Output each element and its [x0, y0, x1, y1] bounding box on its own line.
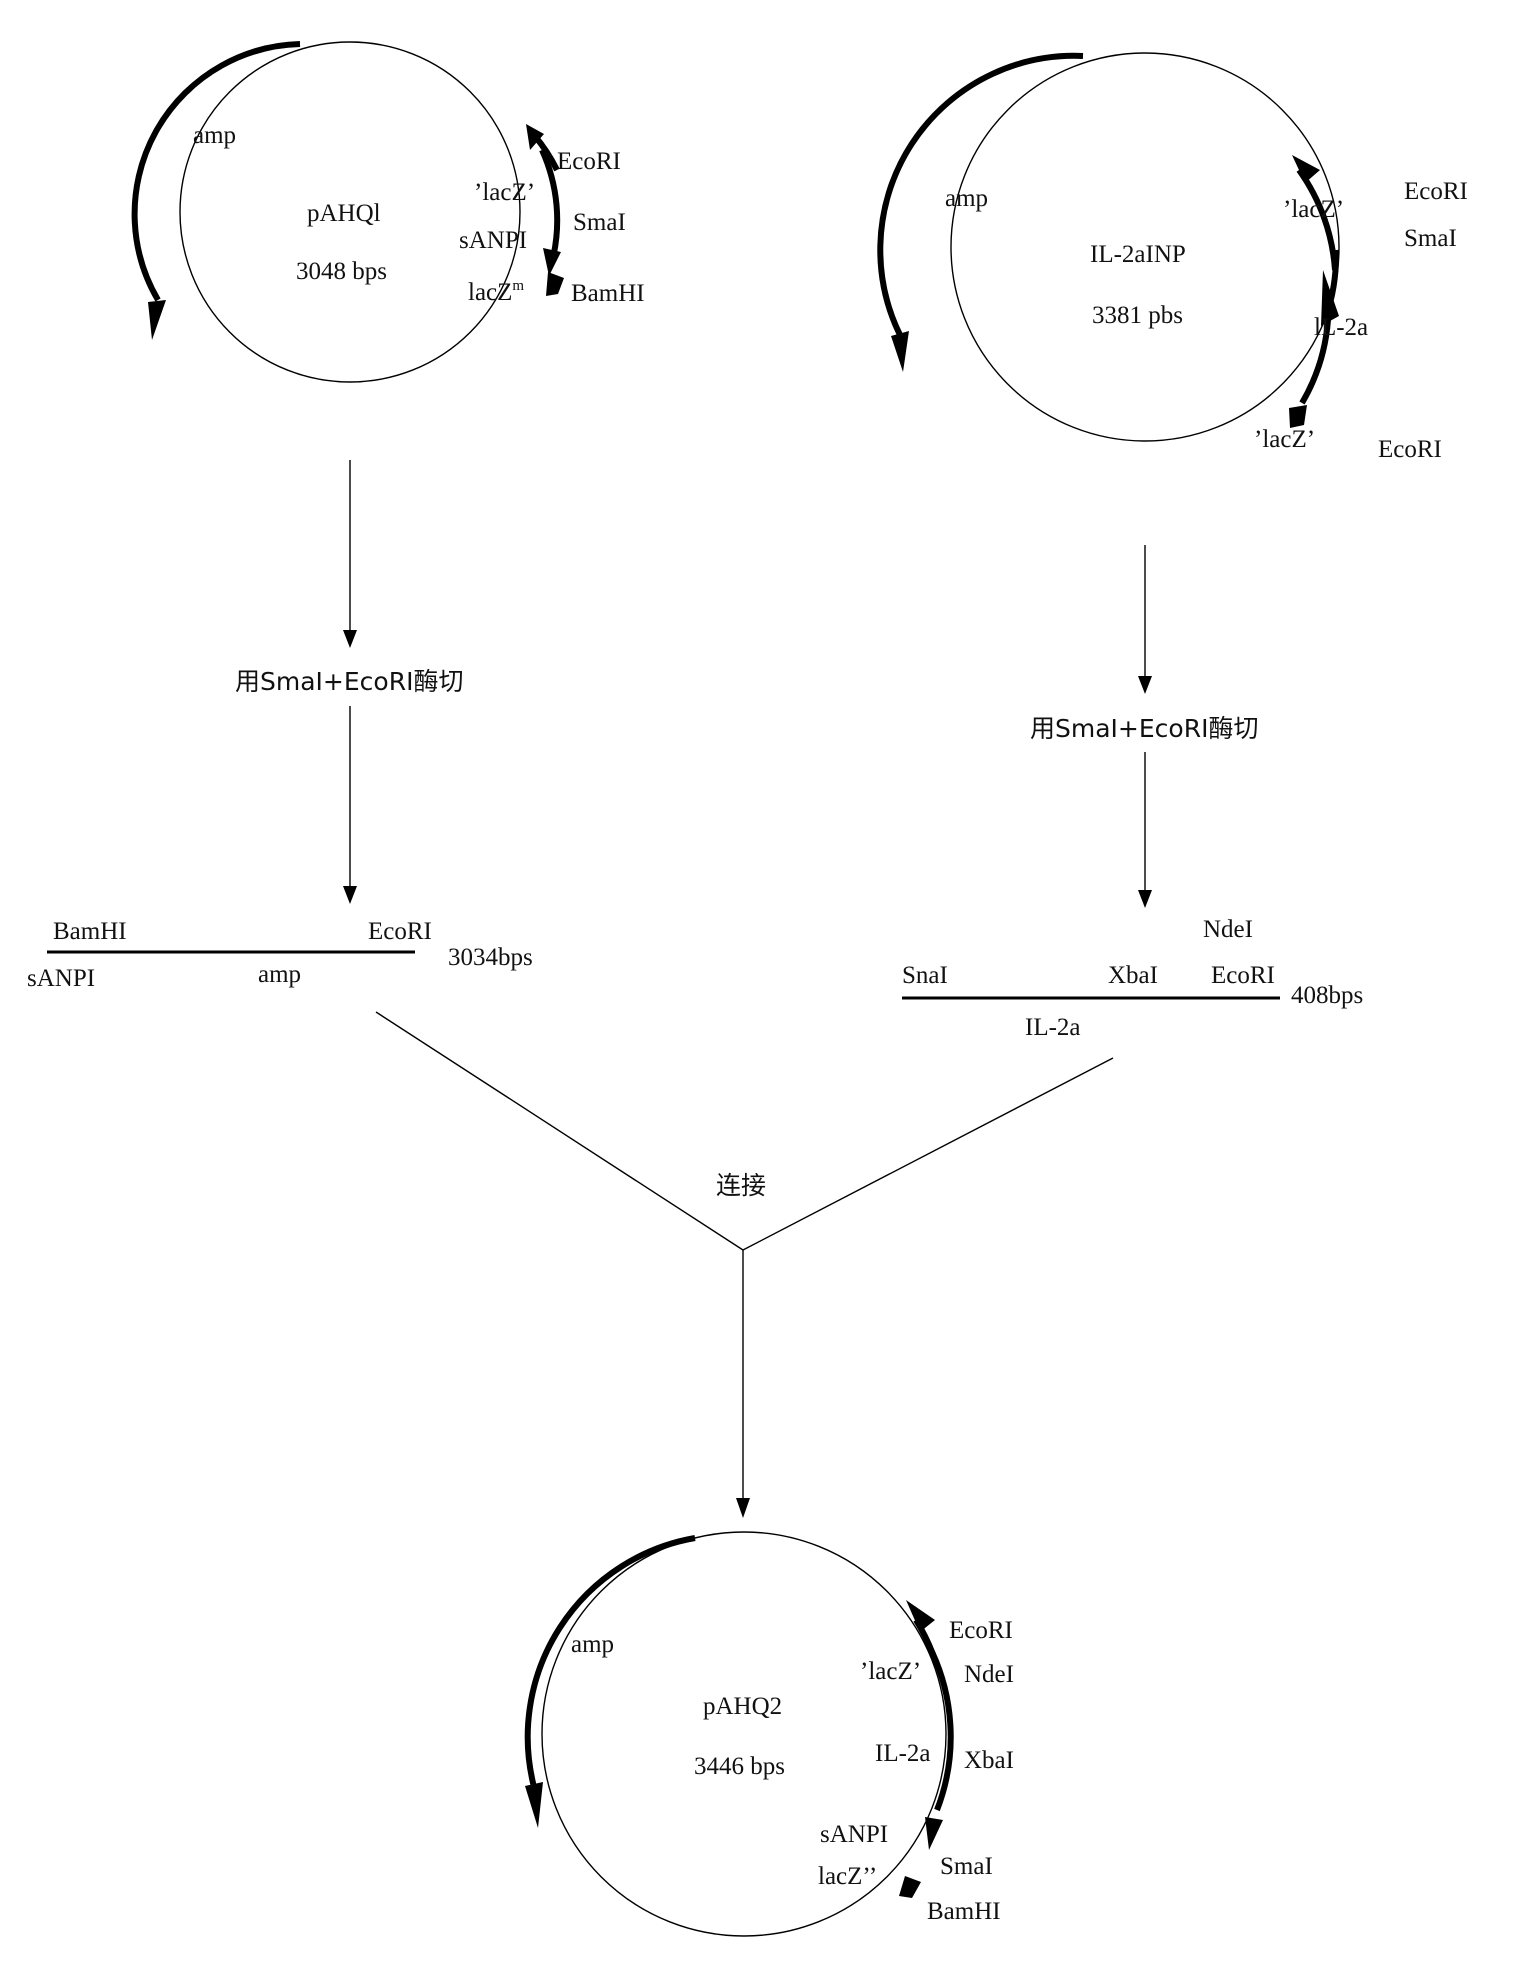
lacz-label: ’lacZ’ — [860, 1658, 921, 1685]
ligation-line-right — [742, 1057, 1114, 1251]
amp-arrowhead — [525, 1782, 543, 1828]
amp-gene-arc — [131, 41, 301, 302]
plasmid-name: pAHQl — [307, 200, 381, 227]
laczm-label: lacZm — [468, 278, 524, 306]
amp-label: amp — [193, 122, 236, 149]
lacz-dbl-arrowhead — [899, 1876, 921, 1898]
amp-arrowhead — [891, 331, 909, 372]
xbai-label: XbaI — [964, 1747, 1014, 1774]
ligation-arrowhead — [736, 1498, 750, 1518]
plasmid-pahql-backbone — [179, 41, 521, 383]
laczm-label-sup: m — [512, 278, 524, 294]
laczm-arrowhead — [546, 272, 564, 296]
ecori-label: EcoRI — [949, 1617, 1013, 1644]
lacz-arrowhead — [906, 1600, 935, 1632]
amp-gene-arc — [877, 52, 1084, 337]
bamhi-label: BamHI — [53, 918, 127, 945]
lacz-dbl-label: lacZ’’ — [818, 1863, 877, 1890]
plasmid-name: pAHQ2 — [703, 1693, 782, 1720]
insert-arc — [923, 1638, 954, 1812]
arrow-head-upper — [343, 630, 357, 648]
ndei-label: NdeI — [964, 1661, 1014, 1688]
plasmid-pahq2-backbone — [541, 1531, 947, 1937]
laczm-label-base: lacZ — [468, 279, 512, 306]
sanpi-label: sANPI — [459, 227, 527, 254]
lacz-bottom-label: ’lacZ’ — [1254, 426, 1315, 453]
digest-label-right: 用SmaI+EcoRI酶切 — [1030, 714, 1258, 743]
arrow-head-lower — [343, 886, 357, 904]
plasmid-pahq2: amp pAHQ2 3446 bps ’lacZ’ IL-2a sANPI la… — [524, 1531, 1014, 1937]
amp-arrowhead — [148, 300, 166, 340]
ndei-label: NdeI — [1203, 916, 1253, 943]
lacz-label: ’lacZ’ — [474, 179, 535, 206]
il2a-label: IL-2a — [1025, 1014, 1081, 1041]
ecori-label: EcoRI — [557, 148, 621, 175]
arrow-head-lower — [1138, 890, 1152, 908]
ecori-label: EcoRI — [368, 918, 432, 945]
digest-label-left: 用SmaI+EcoRI酶切 — [235, 667, 463, 696]
ligation-label: 连接 — [716, 1171, 766, 1200]
il2a-label: lL-2a — [1314, 314, 1368, 341]
arrow-digest-left: 用SmaI+EcoRI酶切 — [235, 460, 463, 904]
il2a-arrowhead — [1321, 270, 1339, 326]
arrow-digest-right: 用SmaI+EcoRI酶切 — [1030, 545, 1258, 908]
amp-label: amp — [571, 1631, 614, 1658]
bamhi-label: BamHI — [927, 1898, 1001, 1925]
plasmid-name: IL-2aINP — [1090, 241, 1186, 268]
fragment-size: 408bps — [1291, 982, 1363, 1009]
xbai-label: XbaI — [1108, 962, 1158, 989]
amp-label: amp — [258, 961, 301, 988]
sanpi-arc — [539, 148, 561, 263]
ecori-top-label: EcoRI — [1404, 178, 1468, 205]
insert-arrowhead — [925, 1817, 943, 1850]
lacz-arrowhead — [526, 124, 544, 150]
ligation-line-left — [375, 1011, 744, 1251]
fragment-3034: BamHI EcoRI 3034bps sANPI amp — [27, 918, 533, 992]
plasmid-size: 3048 bps — [296, 258, 387, 285]
amp-gene-arc — [524, 1535, 696, 1788]
ecori-label: EcoRI — [1211, 962, 1275, 989]
fragment-size: 3034bps — [448, 944, 533, 971]
smai-label: SmaI — [573, 209, 626, 236]
plasmid-il2ainp-backbone — [950, 52, 1340, 442]
amp-label: amp — [945, 185, 988, 212]
sanpi-label: sANPI — [820, 1821, 888, 1848]
ligation-junction: 连接 — [375, 1011, 1114, 1518]
lacz-top-label: ’lacZ’ — [1283, 196, 1344, 223]
bamhi-label: BamHI — [571, 280, 645, 307]
plasmid-pahql: amp pAHQl 3048 bps ’lacZ’ sANPI lacZm Ec… — [131, 41, 645, 383]
fragment-408: NdeI SnaI XbaI EcoRI 408bps IL-2a — [902, 916, 1363, 1041]
sanpi-label: sANPI — [27, 965, 95, 992]
plasmid-il2ainp: amp IL-2aINP 3381 pbs ’lacZ’ lL-2a ’lacZ… — [877, 52, 1468, 463]
plasmid-size: 3446 bps — [694, 1753, 785, 1780]
lacz-bottom-arrowhead — [1289, 405, 1307, 428]
snai-label: SnaI — [902, 962, 948, 989]
plasmid-size: 3381 pbs — [1092, 302, 1183, 329]
arrow-head-upper — [1138, 676, 1152, 694]
smai-label: SmaI — [940, 1853, 993, 1880]
ecori-bottom-label: EcoRI — [1378, 436, 1442, 463]
il2a-label: IL-2a — [875, 1740, 931, 1767]
lacz-top-arrowhead — [1292, 155, 1320, 183]
lacz-bottom-arc — [1299, 319, 1331, 405]
smai-label: SmaI — [1404, 225, 1457, 252]
sanpi-arrowhead — [543, 248, 561, 276]
